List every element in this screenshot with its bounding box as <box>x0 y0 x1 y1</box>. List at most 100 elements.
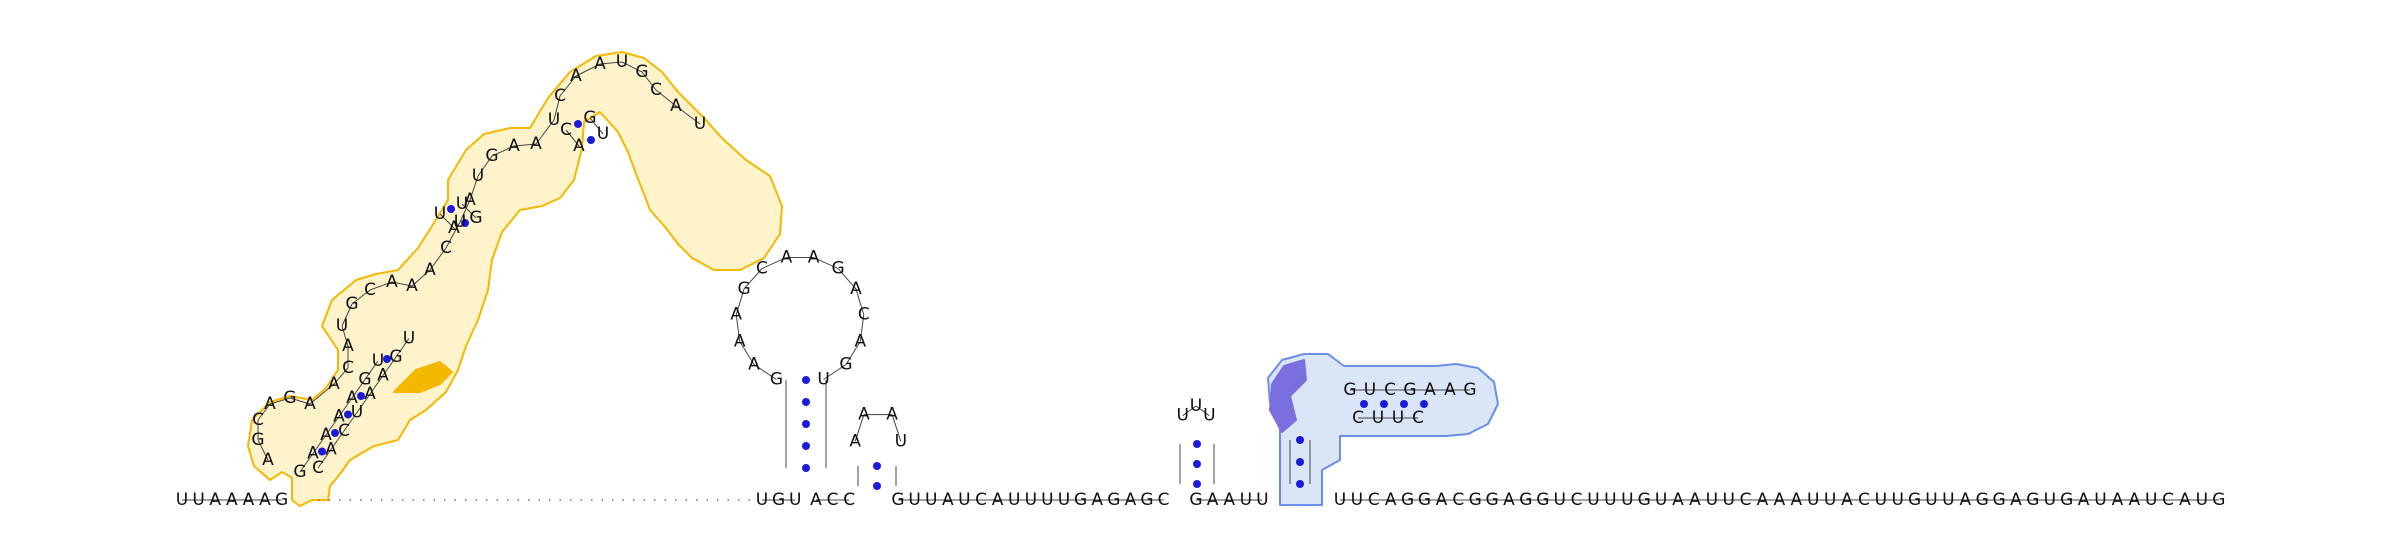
strand-nucleotide: U <box>1240 490 1252 510</box>
backbone-link <box>317 449 332 469</box>
big-loop-nucleotide: G <box>251 430 264 450</box>
backbone-link <box>289 397 311 405</box>
strand-nucleotide: G <box>2060 490 2073 510</box>
helix-1-nucleotide: G <box>389 347 402 367</box>
hairpin-2-nucleotide: A <box>886 405 898 425</box>
strand-nucleotide: A <box>226 490 238 510</box>
hairpin-1-nucleotide: A <box>734 332 746 352</box>
big-loop-nucleotide: U <box>548 110 560 130</box>
backbone-link <box>891 414 902 442</box>
strand-nucleotide: G <box>1486 490 1499 510</box>
backbone-link <box>477 155 493 177</box>
hairpin-1-nucleotide: A <box>781 247 793 267</box>
big-loop-nucleotide: C <box>554 86 566 106</box>
backbone-link <box>823 364 847 380</box>
strand-nucleotide: U <box>2094 490 2106 510</box>
backbone-link <box>461 203 477 219</box>
backbone-link <box>445 221 461 249</box>
backbone-link <box>391 281 413 287</box>
helix-4-nucleotide: U <box>1372 408 1384 428</box>
strand-nucleotide: A <box>243 490 255 510</box>
helix-2-nucleotide: G <box>583 108 596 128</box>
backbone-link <box>257 403 271 421</box>
strand-nucleotide: A <box>1385 490 1397 510</box>
hairpin-1-nucleotide: A <box>850 279 862 299</box>
backbone-link <box>325 416 340 436</box>
backbone-link <box>621 61 643 73</box>
backbone-link <box>1195 405 1210 417</box>
backbone-link <box>269 397 291 405</box>
base-pair-dot <box>873 482 881 490</box>
helix-2-nucleotide: U <box>597 124 609 144</box>
strand-nucleotide: U <box>1824 490 1836 510</box>
backbone-link <box>559 75 577 97</box>
helix-1-nucleotide: U <box>403 329 415 349</box>
strand-nucleotide: G <box>1469 490 1482 510</box>
strand-nucleotide: C <box>1368 490 1380 510</box>
strand-nucleotide: U <box>192 490 204 510</box>
strand-nucleotide: C <box>827 490 839 510</box>
strand-nucleotide: A <box>1959 490 1971 510</box>
backbone-link <box>341 303 353 327</box>
strand-nucleotide: U <box>2196 490 2208 510</box>
strand-nucleotide: A <box>992 490 1004 510</box>
big-loop-nucleotide: A <box>508 136 520 156</box>
base-pair-dot <box>318 447 326 456</box>
backbone-link <box>330 430 345 450</box>
strand-nucleotide: U <box>1655 490 1667 510</box>
helix-4-nucleotide: G <box>1463 380 1476 400</box>
big-loop-nucleotide: A <box>464 190 476 210</box>
strand-nucleotide: A <box>259 490 271 510</box>
backbone-link <box>1182 405 1197 417</box>
highlight-layer <box>247 51 1499 507</box>
helix-4-nucleotide: C <box>1412 408 1424 428</box>
strand-nucleotide: U <box>1722 490 1734 510</box>
strand-nucleotide: G <box>1074 490 1087 510</box>
backbone-link <box>859 314 865 342</box>
big-loop-nucleotide: A <box>328 374 340 394</box>
strand-nucleotide: G <box>2212 490 2225 510</box>
backbone-link <box>395 338 410 358</box>
big-loop-nucleotide: A <box>264 394 276 414</box>
base-pair-dot <box>1193 480 1201 488</box>
base-pair-dot <box>1296 436 1304 444</box>
strand-nucleotide: A <box>209 490 221 510</box>
backbone-link <box>382 356 397 376</box>
backbone-link <box>439 213 455 229</box>
backbone-link <box>655 89 677 107</box>
backbone-link <box>743 268 763 290</box>
strand-nucleotide: U <box>1351 490 1363 510</box>
helix-3-nucleotide: U <box>456 194 468 214</box>
strand-nucleotide: G <box>1536 490 1549 510</box>
helix-4-nucleotide: U <box>1364 380 1376 400</box>
strand-nucleotide: A <box>1774 490 1786 510</box>
big-loop-nucleotide: G <box>345 294 358 314</box>
base-pair-dot <box>873 462 881 470</box>
strand-nucleotide: G <box>1976 490 1989 510</box>
strand-nucleotide: A <box>1503 490 1515 510</box>
strand-nucleotide: C <box>1740 490 1752 510</box>
base-pair-dot <box>802 376 810 384</box>
strand-nucleotide: G <box>1401 490 1414 510</box>
big-loop-nucleotide: U <box>694 114 706 134</box>
base-pair-dot <box>1360 400 1368 408</box>
backbone-link <box>553 95 561 121</box>
helix-1-nucleotide: A <box>307 444 319 464</box>
strand-nucleotide: U <box>789 490 801 510</box>
strand-nucleotide: U <box>2044 490 2056 510</box>
base-pair-dot <box>574 120 582 128</box>
strand-nucleotide: G <box>1140 490 1153 510</box>
big-loop-nucleotide: A <box>670 96 682 116</box>
strand-nucleotide: A <box>1436 490 1448 510</box>
hairpin-3-nucleotide: U <box>1203 406 1215 426</box>
helix-1-nucleotide: A <box>364 384 376 404</box>
strand-nucleotide: U <box>756 490 768 510</box>
hairpin-1-nucleotide: A <box>748 354 760 374</box>
highlight-purple-cap <box>1269 359 1307 433</box>
big-loop-nucleotide: A <box>424 260 436 280</box>
backbone-link <box>411 269 431 287</box>
big-loop-nucleotide: A <box>262 450 274 470</box>
backbone-link <box>429 247 447 271</box>
hairpin-1-nucleotide: G <box>737 279 750 299</box>
base-pair-dot <box>1380 400 1388 408</box>
